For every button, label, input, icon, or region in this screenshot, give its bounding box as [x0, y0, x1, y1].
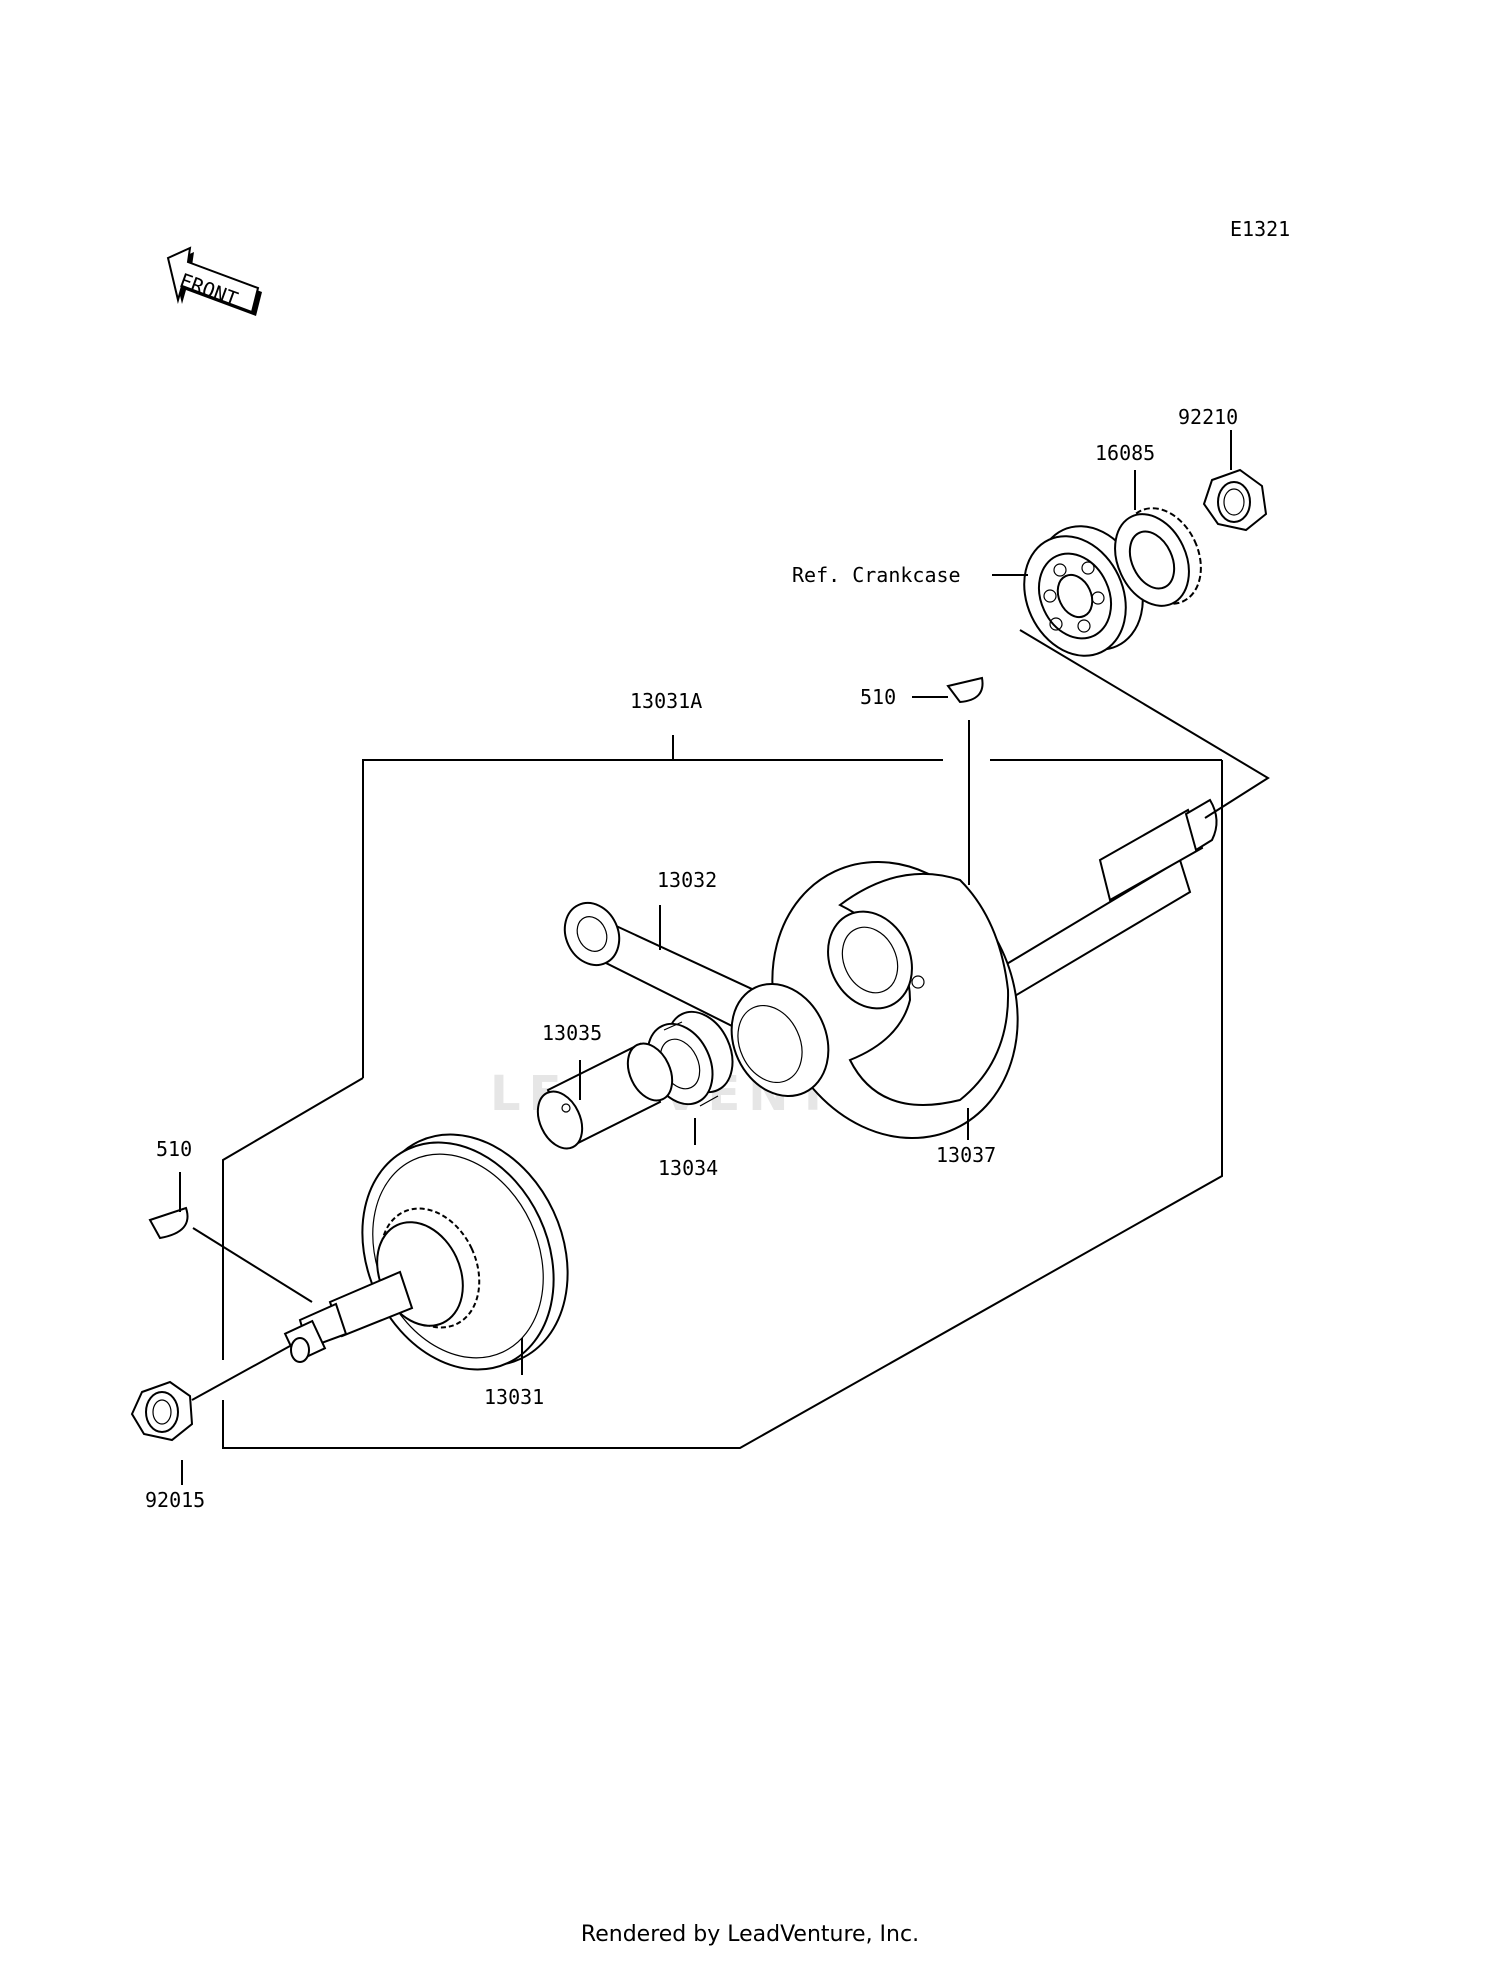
gear-16085: [1114, 507, 1202, 607]
label-13032: 13032: [657, 868, 717, 892]
connecting-rod: [563, 901, 830, 1098]
label-13037: 13037: [936, 1143, 996, 1167]
leader-lines: [179, 430, 1270, 1485]
label-16085: 16085: [1095, 441, 1155, 465]
crank-pin: [536, 1042, 674, 1150]
woodruff-key-top: [946, 676, 984, 704]
assembly-bracket: [222, 735, 1223, 1449]
crankshaft-left-half: [283, 1133, 569, 1371]
footer-credit: Rendered by LeadVenture, Inc.: [580, 1922, 920, 1947]
label-92015: 92015: [145, 1488, 205, 1512]
label-510-left: 510: [156, 1137, 192, 1161]
front-arrow-icon: FRONT: [166, 246, 262, 316]
nut-92015: [130, 1380, 194, 1442]
nut-92210: [1202, 468, 1268, 532]
label-ref-crankcase: Ref. Crankcase: [792, 563, 961, 587]
label-510-top: 510: [860, 685, 896, 709]
label-13031: 13031: [484, 1385, 544, 1409]
label-13034: 13034: [658, 1156, 718, 1180]
part-labels: 92210 16085 Ref. Crankcase 510 13031A 13…: [145, 405, 1238, 1512]
label-92210: 92210: [1178, 405, 1238, 429]
label-13031A: 13031A: [630, 689, 702, 713]
woodruff-key-left: [148, 1206, 189, 1240]
crankshaft-right-half: [771, 798, 1218, 1140]
label-13035: 13035: [542, 1021, 602, 1045]
diagram-code: E1321: [1230, 217, 1290, 241]
